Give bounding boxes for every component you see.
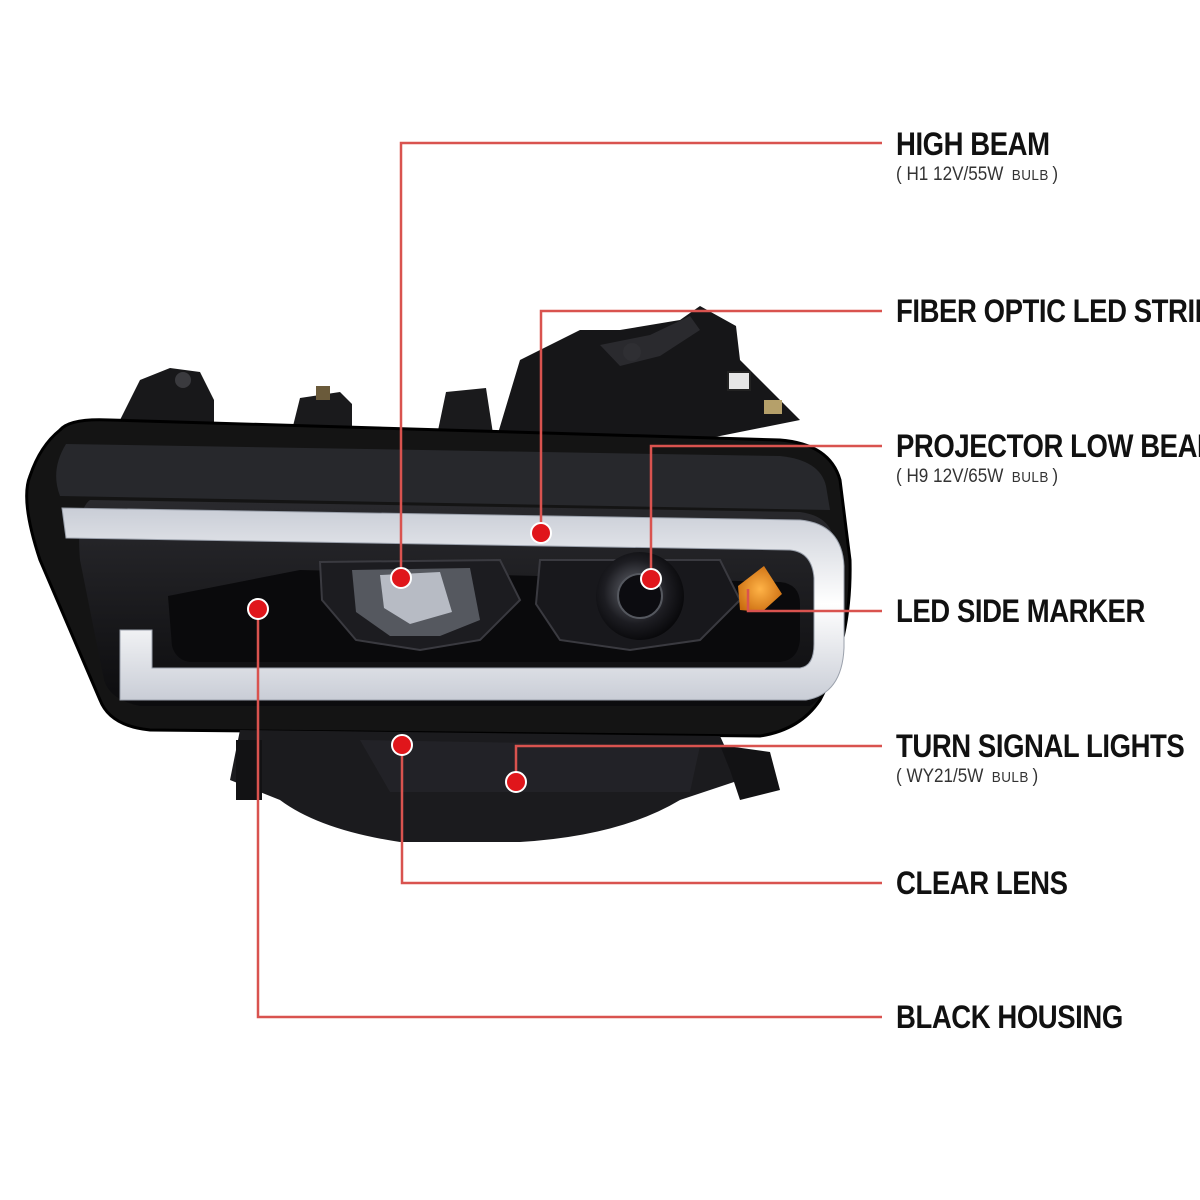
label-title: BLACK HOUSING bbox=[896, 999, 1123, 1035]
dot-high-beam bbox=[390, 567, 412, 589]
clear-lens-rim bbox=[56, 444, 830, 510]
label-title: PROJECTOR LOW BEAM bbox=[896, 428, 1200, 464]
dot-fiber-optic bbox=[530, 522, 552, 544]
spec-paren-open: ( bbox=[896, 766, 902, 787]
leader-lines bbox=[256, 141, 882, 1019]
bracket-bolt bbox=[623, 343, 641, 361]
spec-bulb: BULB bbox=[991, 769, 1029, 786]
label-spec: ( WY21/5W BULB) bbox=[896, 766, 1198, 789]
spec-bulb: BULB bbox=[1011, 167, 1049, 184]
lower-bracket bbox=[720, 745, 780, 800]
leader-line-turn-signal bbox=[514, 744, 882, 782]
spec-paren-open: ( bbox=[896, 164, 902, 185]
leader-line-housing bbox=[256, 609, 882, 1019]
spec-paren-close: ) bbox=[1052, 466, 1059, 487]
bracket-bolt bbox=[175, 372, 191, 388]
turn-signal-lens bbox=[360, 740, 700, 792]
leader-line-high-beam bbox=[399, 141, 882, 578]
label-title: HIGH BEAM bbox=[896, 126, 1050, 162]
label-title: TURN SIGNAL LIGHTS bbox=[896, 728, 1185, 764]
spec-value: WY21/5W bbox=[906, 766, 984, 787]
dot-housing bbox=[247, 598, 269, 620]
label-title: LED SIDE MARKER bbox=[896, 593, 1145, 629]
callout-dots bbox=[247, 522, 662, 793]
leader-line-projector bbox=[649, 444, 882, 579]
dot-projector bbox=[640, 568, 662, 590]
projector-low-beam bbox=[534, 552, 742, 652]
label-clear-lens: CLEAR LENS bbox=[896, 865, 1095, 901]
dot-clear-lens bbox=[391, 734, 413, 756]
label-turn-signal: TURN SIGNAL LIGHTS ( WY21/5W BULB) bbox=[896, 728, 1200, 789]
label-fiber-optic: FIBER OPTIC LED STRIP bbox=[896, 293, 1200, 329]
dot-turn-signal bbox=[505, 771, 527, 793]
leader-line-side-marker bbox=[746, 589, 882, 613]
mounting-bracket bbox=[120, 368, 214, 432]
bracket-clip bbox=[727, 371, 751, 391]
spec-paren-open: ( bbox=[896, 466, 902, 487]
spec-value: H9 12V/65W bbox=[906, 466, 1004, 487]
high-beam-reflector bbox=[318, 558, 522, 652]
spec-paren-close: ) bbox=[1052, 164, 1059, 185]
mounting-bracket bbox=[436, 388, 494, 440]
spec-bulb: BULB bbox=[1011, 469, 1049, 486]
headlight-assembly bbox=[25, 306, 852, 842]
leader-line-fiber-optic bbox=[539, 309, 882, 533]
fiber-optic-led-strip bbox=[61, 507, 845, 701]
spec-value: H1 12V/55W bbox=[906, 164, 1004, 185]
leader-line-clear-lens bbox=[400, 745, 882, 885]
label-projector: PROJECTOR LOW BEAM ( H9 12V/65W BULB) bbox=[896, 428, 1200, 489]
bracket-clip bbox=[764, 400, 782, 414]
label-high-beam: HIGH BEAM ( H1 12V/55W BULB) bbox=[896, 126, 1076, 187]
rear-bracket bbox=[496, 306, 800, 440]
bracket-bolt bbox=[316, 386, 330, 400]
label-housing: BLACK HOUSING bbox=[896, 999, 1160, 1035]
label-side-marker: LED SIDE MARKER bbox=[896, 593, 1185, 629]
label-title: FIBER OPTIC LED STRIP bbox=[896, 293, 1200, 329]
label-spec: ( H9 12V/65W BULB) bbox=[896, 466, 1200, 489]
spec-paren-close: ) bbox=[1032, 766, 1039, 787]
label-title: CLEAR LENS bbox=[896, 865, 1068, 901]
mounting-bracket bbox=[292, 392, 352, 432]
label-spec: ( H1 12V/55W BULB) bbox=[896, 164, 1058, 187]
lower-bracket bbox=[236, 740, 262, 800]
